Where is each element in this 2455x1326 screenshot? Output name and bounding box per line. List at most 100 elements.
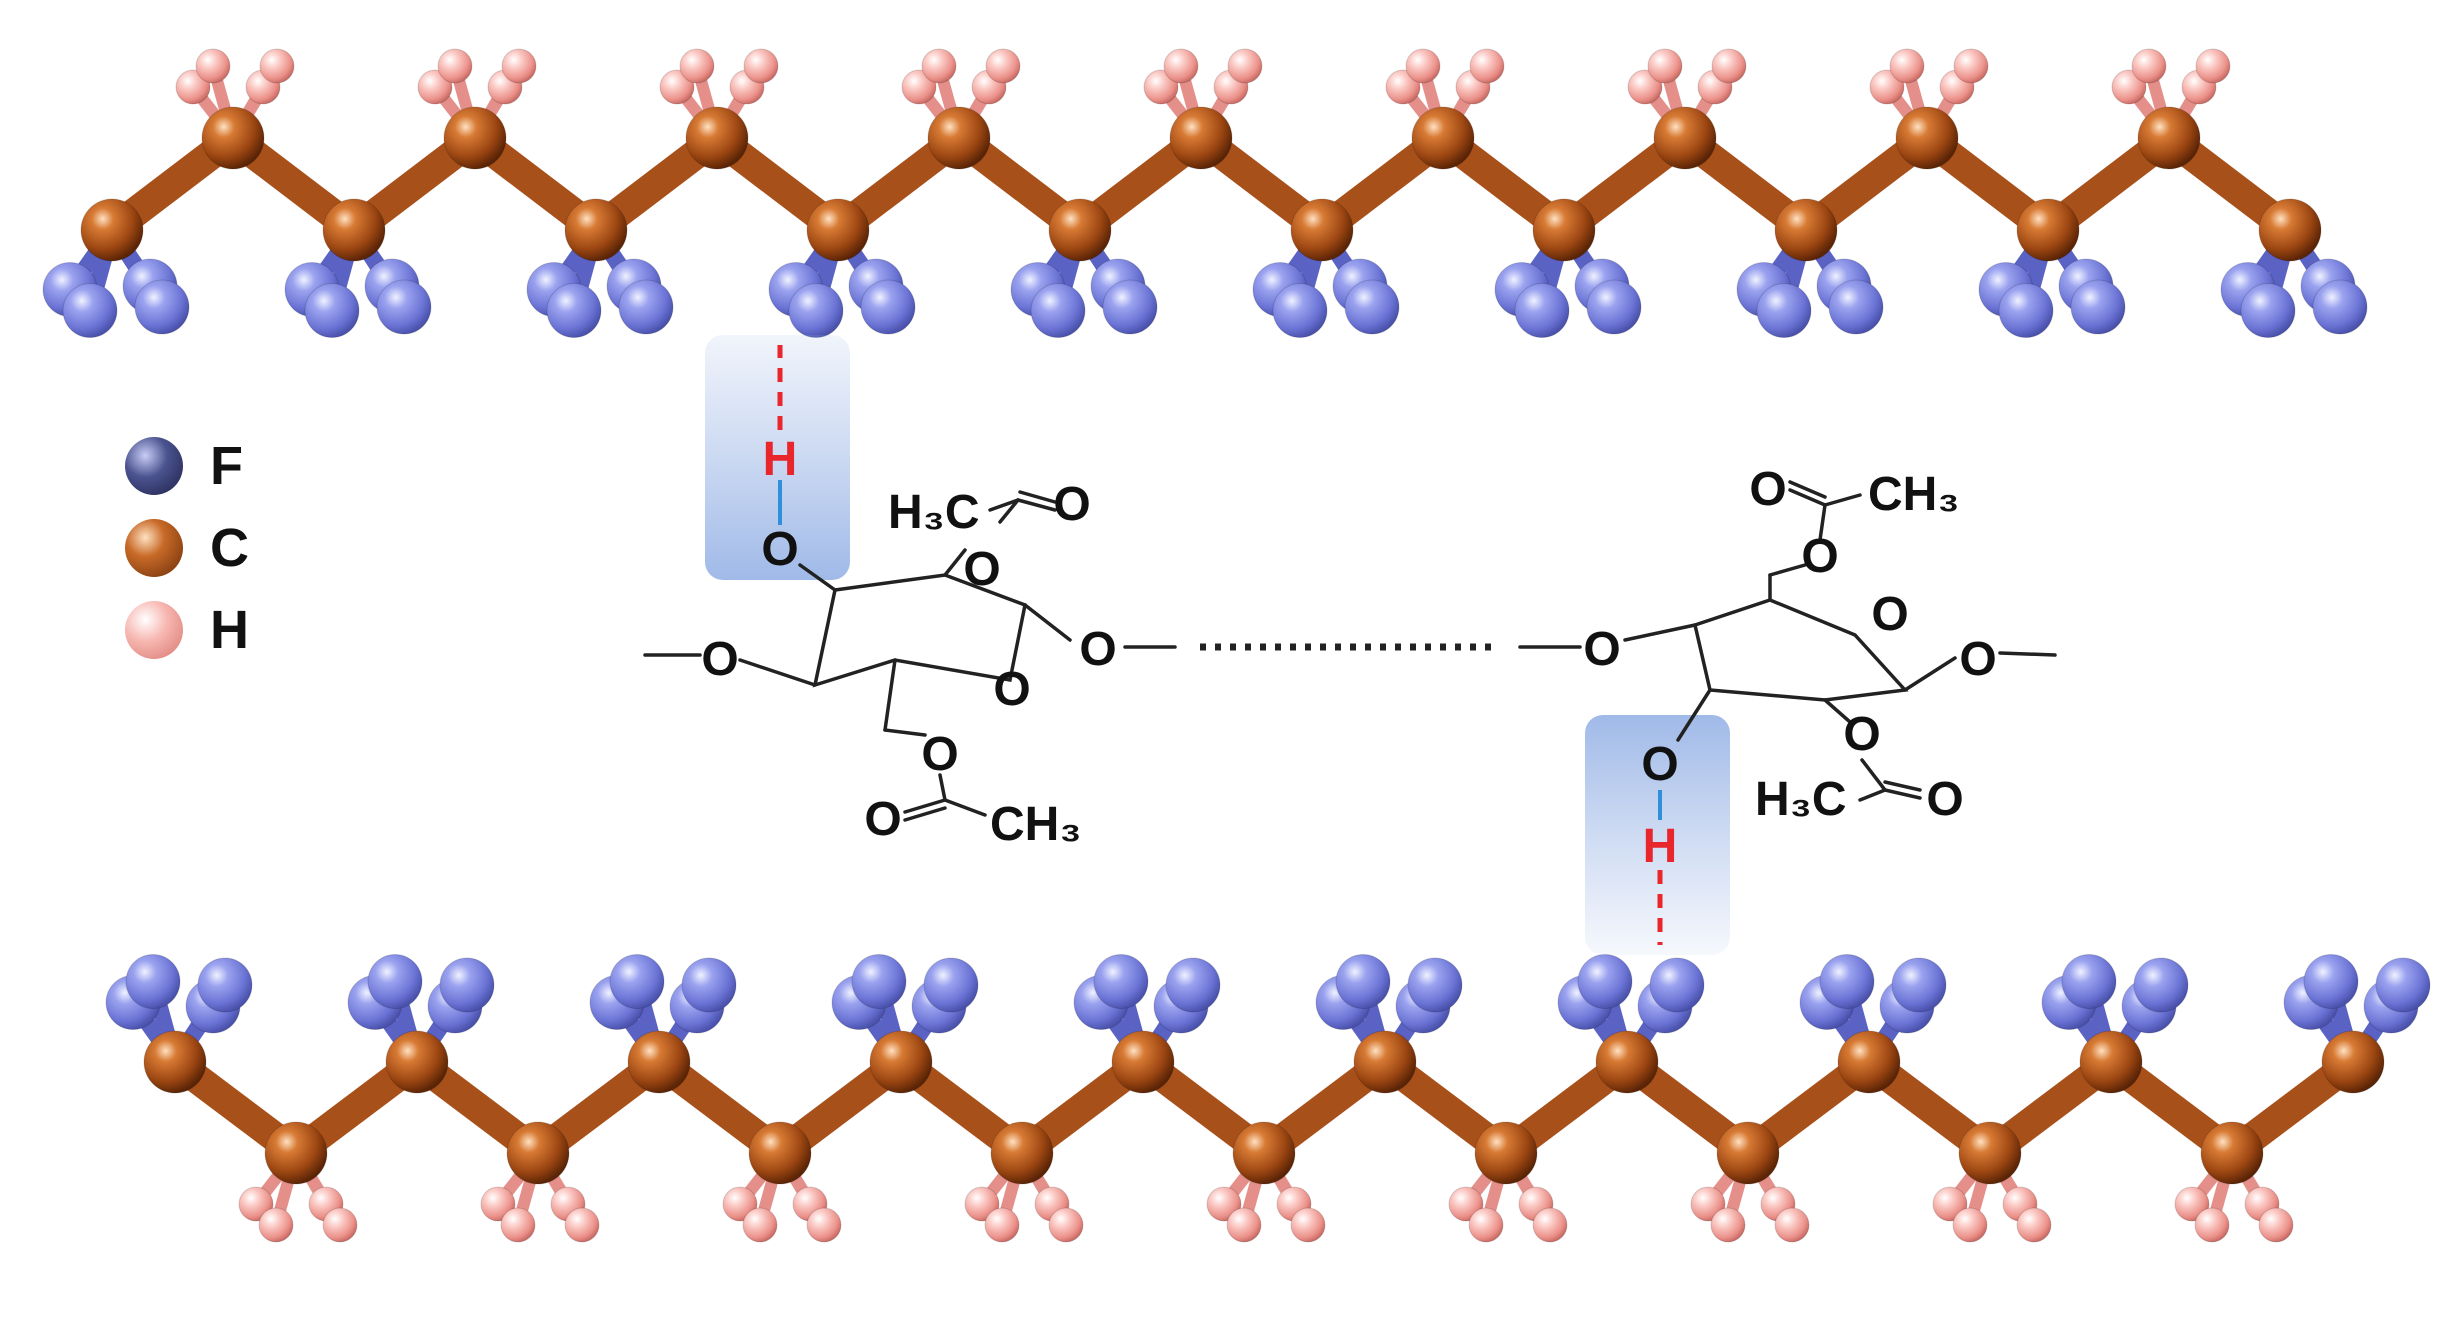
hydrogen-atom [258, 1207, 294, 1243]
fluorine-atom [618, 279, 674, 335]
right-acetyl-top-carbonyl-o: O [1749, 463, 1786, 516]
hydrogen-atom [1710, 1207, 1746, 1243]
hydrogen-atom [2016, 1207, 2052, 1243]
carbon-atom [1232, 1121, 1296, 1185]
right-hydroxyl-h: H [1643, 820, 1678, 873]
right-atom-labels: O H O O O O O CH₃ O O H₃C [1583, 463, 1996, 873]
hydrogen-atom [1048, 1207, 1084, 1243]
carbon-atom [80, 198, 144, 262]
carbon-atom [806, 198, 870, 262]
hydrogen-atom [1711, 48, 1747, 84]
hydrogen-atom [2194, 1207, 2230, 1243]
hydrogen-swatch [125, 601, 183, 659]
carbon-atom [2079, 1030, 2143, 1094]
right-link-o-left: O [1583, 623, 1620, 676]
hydrogen-atom [1774, 1207, 1810, 1243]
fluorine-atom [2312, 279, 2368, 335]
chain-substituents [105, 954, 2431, 1243]
right-acetyl-bottom-methyl: H₃C [1755, 773, 1847, 826]
carbon-atom [1774, 198, 1838, 262]
fluorine-atom [1335, 954, 1391, 1009]
fluorine-atom [1344, 279, 1400, 335]
right-acetyl-top-ester-o: O [1801, 530, 1838, 583]
fluorine-atom [367, 954, 423, 1009]
carbon-atom [264, 1121, 328, 1185]
carbon-atom [1653, 106, 1717, 170]
hydrogen-atom [984, 1207, 1020, 1243]
chain-carbons [143, 1030, 2385, 1185]
carbon-atom [748, 1121, 812, 1185]
fluorine-atom [1407, 957, 1463, 1013]
chain-carbons [80, 106, 2322, 262]
carbon-atom [1595, 1030, 1659, 1094]
hydrogen-atom [2258, 1207, 2294, 1243]
fluorine-atom [609, 954, 665, 1009]
hydrogen-atom [259, 48, 295, 84]
left-acetyl-top-carbonyl-o: O [1053, 478, 1090, 531]
left-acetyl-top-methyl: H₃C [888, 486, 980, 539]
left-hydroxyl-h: H [763, 433, 798, 486]
hydrogen-atom [437, 48, 473, 84]
legend-label-hydrogen: H [210, 600, 249, 660]
hydrogen-atom [1290, 1207, 1326, 1243]
fluorine-atom [546, 283, 602, 338]
hydrogen-atom [1227, 48, 1263, 84]
fluorine-atom [1998, 283, 2054, 338]
left-acetyl-bottom-ester-o: O [921, 728, 958, 781]
carbon-atom [1111, 1030, 1175, 1094]
right-acetyl-top-methyl: CH₃ [1868, 468, 1960, 521]
carbon-atom [2321, 1030, 2385, 1094]
hydrogen-atom [1647, 48, 1683, 84]
fluorine-atom [1649, 957, 1705, 1013]
chain-substituents [42, 48, 2368, 338]
left-acetyl-bottom-carbonyl-o: O [864, 793, 901, 846]
fluorine-atom [1586, 279, 1642, 335]
fluorine-atom [304, 283, 360, 338]
carbon-atom [564, 198, 628, 262]
fluorine-atom [1891, 957, 1947, 1013]
hydrogen-atom [1226, 1207, 1262, 1243]
fluorine-atom [851, 954, 907, 1009]
carbon-atom [1290, 198, 1354, 262]
fluorine-atom [376, 279, 432, 335]
fluorine-atom [1093, 954, 1149, 1009]
hydrogen-atom [1163, 48, 1199, 84]
glucose-unit-right [1518, 480, 2057, 802]
carbon-atom [990, 1121, 1054, 1185]
carbon-atom [1474, 1121, 1538, 1185]
right-acetyl-bottom-carbonyl-o: O [1926, 773, 1963, 826]
hydrogen-atom [2131, 48, 2167, 84]
carbon-atom [443, 106, 507, 170]
left-acetyl-top-ester-o: O [963, 543, 1000, 596]
fluorine-atom [2070, 279, 2126, 335]
hydrogen-atom [1469, 48, 1505, 84]
fluorine-atom [2133, 957, 2189, 1013]
fluorine-atom [860, 279, 916, 335]
carbon-atom [1716, 1121, 1780, 1185]
left-atom-labels: H O O O O O O H₃C O O CH₃ [701, 433, 1116, 851]
hydrogen-atom [1405, 48, 1441, 84]
hydrogen-atom [679, 48, 715, 84]
hydrogen-atom [1953, 48, 1989, 84]
hydrogen-atom [322, 1207, 358, 1243]
carbon-atom [1169, 106, 1233, 170]
carbon-atom [1532, 198, 1596, 262]
carbon-atom [2016, 198, 2080, 262]
legend-row-carbon: C [125, 507, 385, 589]
carbon-atom [506, 1121, 570, 1185]
fluorine-atom [681, 957, 737, 1013]
fluorine-atom [1165, 957, 1221, 1013]
hydrogen-atom [2195, 48, 2231, 84]
hydrogen-atom [985, 48, 1021, 84]
legend-row-fluorine: F [125, 425, 385, 507]
carbon-atom [1411, 106, 1475, 170]
hydrogen-atom [743, 48, 779, 84]
carbon-atom [869, 1030, 933, 1094]
legend-label-carbon: C [210, 518, 249, 578]
left-link-o-left: O [701, 633, 738, 686]
legend-label-fluorine: F [210, 436, 243, 496]
fluorine-atom [134, 279, 190, 335]
carbon-atom [385, 1030, 449, 1094]
hydrogen-atom [1468, 1207, 1504, 1243]
